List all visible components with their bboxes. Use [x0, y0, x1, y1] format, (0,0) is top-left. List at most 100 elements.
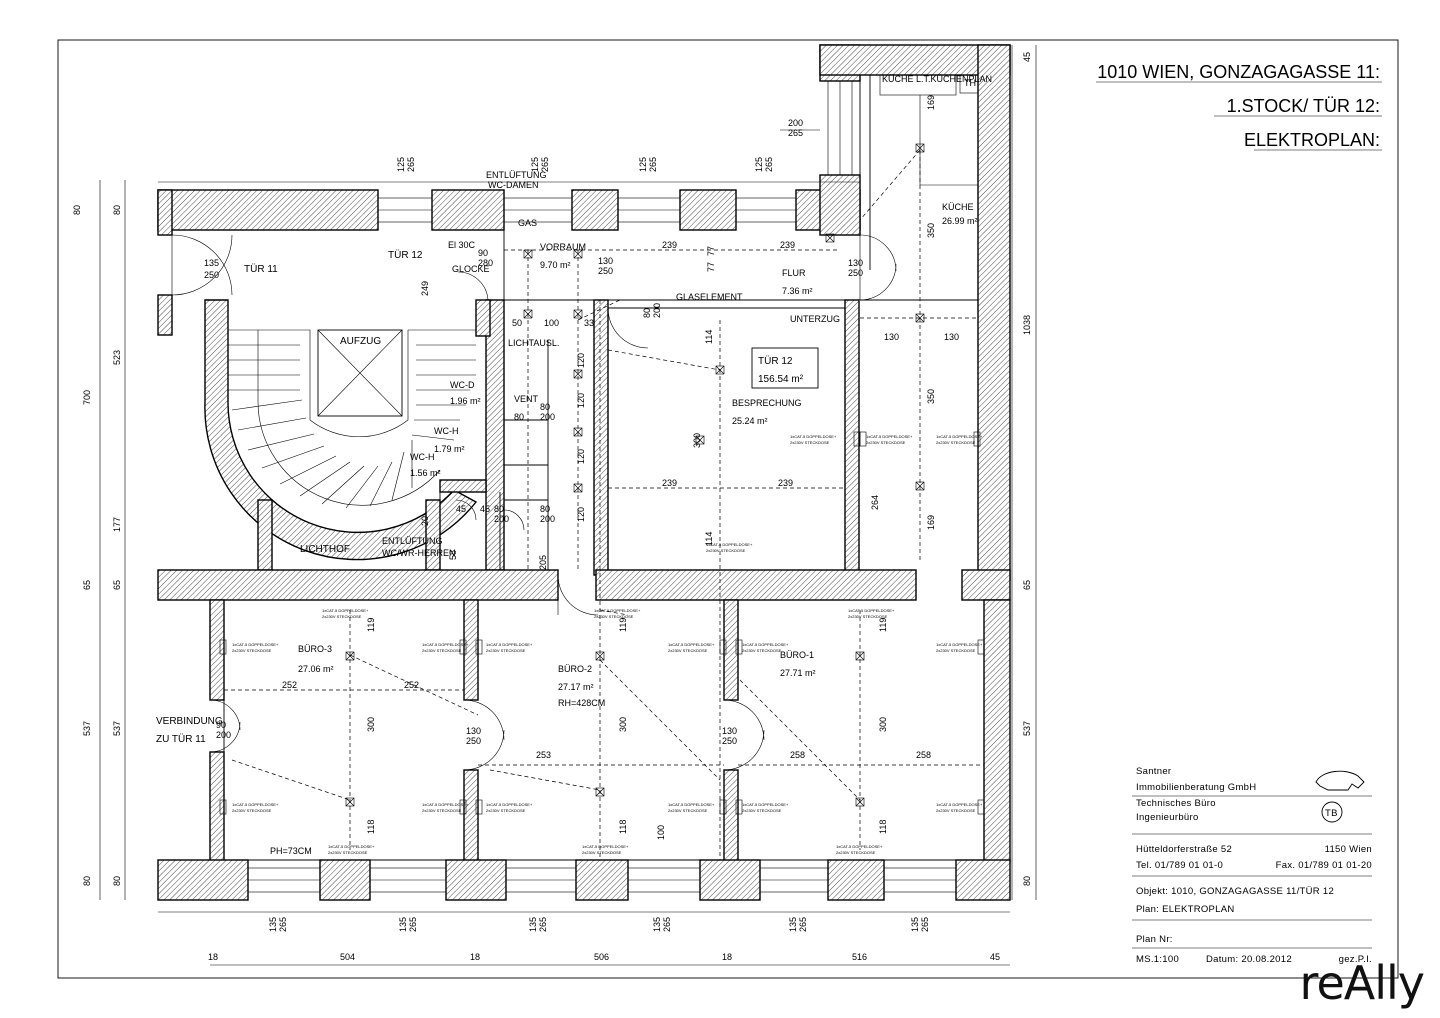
glocke-label: GLOCKE	[452, 264, 490, 274]
outlet-text: 1xCAT-5 DOPPELDOSE+	[582, 844, 629, 849]
outlet-text: 2x230V STECKDOSE	[328, 850, 368, 855]
elevator-label: AUFZUG	[340, 336, 381, 347]
dim-text: 265	[648, 157, 658, 172]
outlet-text: 2x230V STECKDOSE	[668, 808, 708, 813]
outlet-text: 2x230V STECKDOSE	[422, 808, 462, 813]
vorraum-area: 9.70 m²	[540, 260, 571, 270]
dim-text: 65	[82, 580, 92, 590]
tel: Tel. 01/789 01 01-0	[1136, 860, 1223, 871]
dim-text: 135	[528, 917, 538, 932]
dim-text: 80	[540, 402, 550, 412]
drawn-by: gez.P.I.	[1339, 954, 1372, 965]
unterzug-label: UNTERZUG	[790, 314, 840, 324]
dim-text: 33	[584, 318, 594, 328]
dim-text: 537	[82, 721, 92, 736]
outlet-text: 1xCAT-5 DOPPELDOSE+	[668, 802, 715, 807]
dim-text: 18	[470, 952, 480, 962]
vent-label: VENT	[514, 394, 539, 404]
staircase	[228, 329, 476, 509]
outlet-text: 1xCAT-5 DOPPELDOSE+	[866, 434, 913, 439]
outlet-text: 2x230V STECKDOSE	[742, 808, 782, 813]
dim-text: 80	[514, 412, 524, 422]
dim-text: 249	[420, 281, 430, 296]
dim-text: 265	[920, 917, 930, 932]
entlueftung-damen: ENTLÜFTUNG	[486, 170, 547, 180]
wch-area: 1.79 m²	[434, 444, 465, 454]
sheet-border	[57, 39, 1399, 979]
dim-text: 239	[662, 240, 677, 250]
dim-text: 258	[916, 750, 931, 760]
outlet-text: 1xCAT-5 DOPPELDOSE+	[232, 802, 279, 807]
dim-text: 118	[618, 820, 628, 834]
outlet-text: 2x230V STECKDOSE	[232, 648, 272, 653]
dim-text: 250	[722, 736, 737, 746]
dim-text: 200	[652, 303, 662, 318]
outlet-text: 1xCAT-5 DOPPELDOSE+	[232, 642, 279, 647]
th-label: TH	[964, 78, 976, 88]
dim-text: 45	[456, 504, 466, 514]
date: Datum: 20.08.2012	[1206, 954, 1292, 965]
dim-text: 506	[594, 952, 609, 962]
outlet-text: 2x230V STECKDOSE	[866, 440, 906, 445]
el30c-label: El 30C	[448, 240, 476, 250]
besprechung-area: 25.24 m²	[732, 416, 768, 426]
entlueftung-herren: ENTLÜFTUNG	[382, 536, 443, 546]
dim-text: 119	[878, 618, 888, 632]
dim-text: 125	[638, 157, 648, 172]
dim-text: 130	[598, 256, 613, 266]
outlet-text: 2x230V STECKDOSE	[848, 614, 888, 619]
dim-text: 200	[788, 118, 803, 128]
dim-text: 45	[1022, 52, 1032, 62]
buero3-note: PH=73CM	[270, 846, 312, 856]
dimension-lines	[99, 45, 1037, 966]
wcd-area: 1.96 m²	[450, 396, 481, 406]
dim-text: 258	[790, 750, 805, 760]
unit-label: TÜR 12	[758, 355, 793, 367]
dimension-texts: 80 80 523 700 177 65 65 537 537 80 80 45…	[72, 52, 1032, 962]
outlets	[219, 431, 985, 815]
outlet-text: 2x230V STECKDOSE	[936, 440, 976, 445]
dim-text: 80	[72, 205, 82, 215]
dim-text: 130	[466, 726, 481, 736]
dim-text: 265	[764, 157, 774, 172]
dim-text: 264	[870, 495, 880, 510]
flur-name: FLUR	[782, 268, 806, 278]
outlet-text: 1xCAT-5 DOPPELDOSE+	[422, 642, 469, 647]
dim-text: 200	[540, 514, 555, 524]
unit-box	[751, 347, 819, 389]
dim-text: 100	[656, 825, 666, 840]
dim-text: 700	[82, 390, 92, 405]
buero1-area: 27.71 m²	[780, 668, 816, 678]
outlet-text: 2x230V STECKDOSE	[422, 648, 462, 653]
outlet-text: 1xCAT-5 DOPPELDOSE+	[322, 608, 369, 613]
company-sub: Immobilienberatung GmbH	[1136, 782, 1256, 793]
dim-text: 20	[420, 516, 430, 526]
dim-text: 77	[706, 262, 716, 272]
wc-herren-label: WC/WR-HERREN	[382, 548, 456, 558]
dim-text: 18	[722, 952, 732, 962]
dim-text: 169	[926, 95, 936, 110]
kitchen-area: 26.99 m²	[942, 216, 978, 226]
fax: Fax. 01/789 01 01-20	[1276, 860, 1372, 871]
buero2-note: RH=428CM	[558, 698, 605, 708]
outlet-text: 1xCAT-5 DOPPELDOSE+	[742, 642, 789, 647]
outlet-text: 1xCAT-5 DOPPELDOSE+	[848, 608, 895, 613]
outlet-text: 2x230V STECKDOSE	[742, 648, 782, 653]
wcd-name: WC-D	[450, 380, 475, 390]
dim-text: 80	[112, 205, 122, 215]
wc2-area: 1.56 m²	[410, 468, 441, 478]
dim-text: 200	[540, 412, 555, 422]
buero2-area: 27.17 m²	[558, 682, 594, 692]
title-line-3: ELEKTROPLAN:	[1244, 130, 1380, 150]
title-line-2: 1.STOCK/ TÜR 12:	[1227, 96, 1380, 116]
glaselement-label: GLASELEMENT	[676, 292, 743, 302]
dim-text: 118	[878, 820, 888, 834]
buero3-area: 27.06 m²	[298, 664, 334, 674]
dim-text: 265	[278, 917, 288, 932]
outlet-text: 2x230V STECKDOSE	[486, 648, 526, 653]
dim-text: 350	[926, 223, 936, 238]
dim-text: 265	[788, 128, 803, 138]
walls	[157, 44, 1011, 901]
dim-text: 90	[216, 720, 226, 730]
verbindung-label-1: VERBINDUNG	[156, 716, 223, 727]
